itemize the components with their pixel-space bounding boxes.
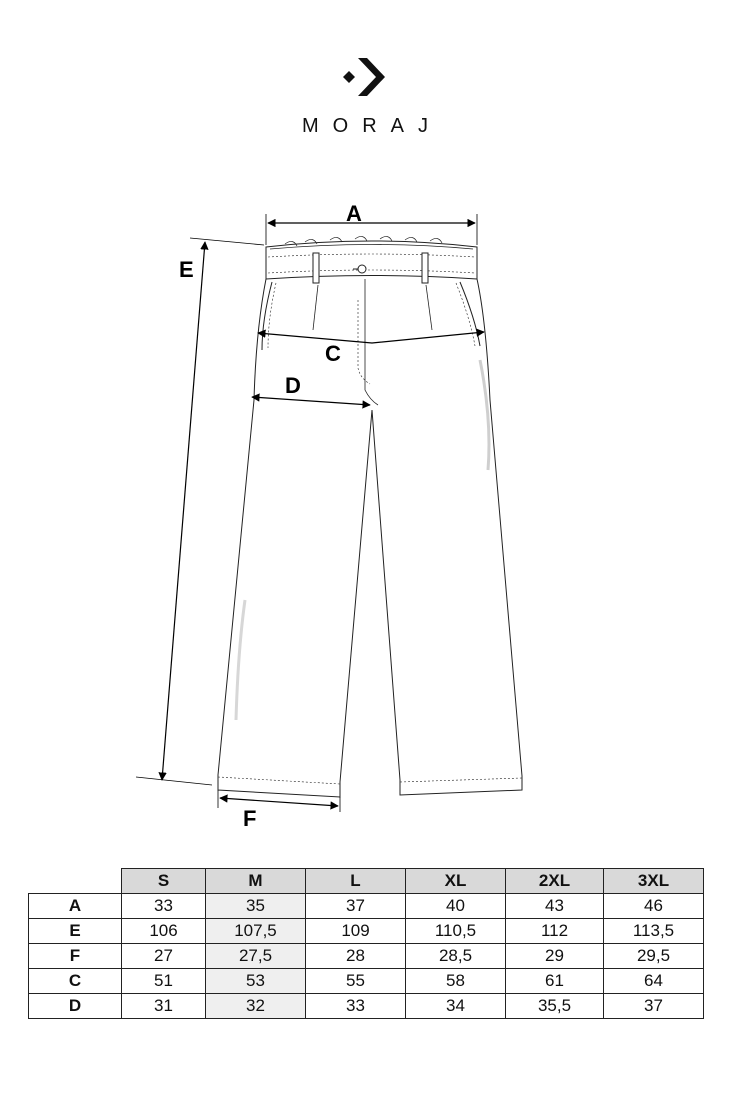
- measure-label-e: E: [179, 257, 194, 282]
- table-cell: 31: [121, 993, 206, 1019]
- table-cell: 33: [305, 993, 406, 1019]
- size-header: 2XL: [505, 868, 604, 894]
- size-header: S: [121, 868, 206, 894]
- brand-logo: MORAJ: [0, 55, 730, 138]
- size-header: L: [305, 868, 406, 894]
- measure-label-c: C: [325, 341, 341, 366]
- table-cell: 33: [121, 893, 206, 919]
- table-cell: 53: [205, 968, 306, 994]
- trousers-technical-drawing: A E C D F: [135, 201, 523, 831]
- table-cell: 112: [505, 918, 604, 944]
- table-cell: 55: [305, 968, 406, 994]
- table-corner: [28, 868, 122, 894]
- size-header: M: [205, 868, 306, 894]
- measure-lines: [135, 214, 485, 812]
- table-cell: 34: [405, 993, 506, 1019]
- table-cell: 109: [305, 918, 406, 944]
- table-row: F 27 27,5 28 28,5 29 29,5: [28, 943, 704, 969]
- table-cell: 46: [603, 893, 704, 919]
- table-cell: 43: [505, 893, 604, 919]
- table-cell: 107,5: [205, 918, 306, 944]
- row-label: C: [28, 968, 122, 994]
- table-cell: 29,5: [603, 943, 704, 969]
- table-row: A 33 35 37 40 43 46: [28, 893, 704, 919]
- table-cell: 110,5: [405, 918, 506, 944]
- trousers-outline: [217, 236, 523, 798]
- size-header: 3XL: [603, 868, 704, 894]
- table-cell: 27,5: [205, 943, 306, 969]
- size-table: S M L XL 2XL 3XL A 33 35 37 40 43 46 E 1…: [28, 868, 704, 1019]
- table-cell: 32: [205, 993, 306, 1019]
- table-cell: 37: [603, 993, 704, 1019]
- measure-label-d: D: [285, 373, 301, 398]
- table-cell: 64: [603, 968, 704, 994]
- table-cell: 40: [405, 893, 506, 919]
- table-cell: 35: [205, 893, 306, 919]
- table-cell: 28: [305, 943, 406, 969]
- row-label: A: [28, 893, 122, 919]
- measure-label-a: A: [346, 201, 362, 226]
- table-row: C 51 53 55 58 61 64: [28, 968, 704, 994]
- table-cell: 28,5: [405, 943, 506, 969]
- row-label: E: [28, 918, 122, 944]
- table-cell: 27: [121, 943, 206, 969]
- table-cell: 58: [405, 968, 506, 994]
- table-cell: 113,5: [603, 918, 704, 944]
- row-label: F: [28, 943, 122, 969]
- row-label: D: [28, 993, 122, 1019]
- table-cell: 51: [121, 968, 206, 994]
- table-cell: 61: [505, 968, 604, 994]
- table-row: D 31 32 33 34 35,5 37: [28, 993, 704, 1019]
- diamond-arrow-icon: [343, 58, 385, 96]
- brand-name: MORAJ: [302, 115, 442, 137]
- table-cell: 35,5: [505, 993, 604, 1019]
- table-cell: 106: [121, 918, 206, 944]
- table-cell: 37: [305, 893, 406, 919]
- measure-label-f: F: [243, 806, 256, 831]
- size-header-row: S M L XL 2XL 3XL: [28, 868, 704, 894]
- table-cell: 29: [505, 943, 604, 969]
- size-header: XL: [405, 868, 506, 894]
- table-row: E 106 107,5 109 110,5 112 113,5: [28, 918, 704, 944]
